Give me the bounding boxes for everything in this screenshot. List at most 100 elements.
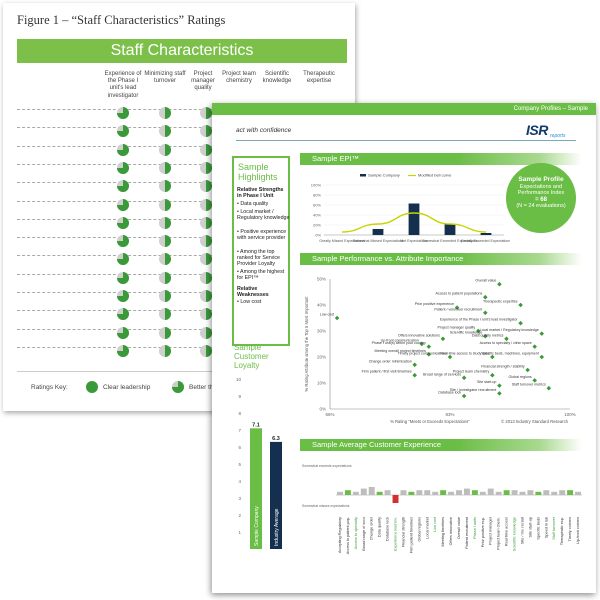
- scatter-point: [490, 372, 495, 378]
- strength-item: • Among the highest for EPI™: [237, 269, 285, 281]
- rating-pie-icon: [159, 344, 171, 357]
- scatter-point: [334, 315, 340, 321]
- loyalty-y-tick: 7: [238, 428, 241, 433]
- strengths-heading: in Phase I Unit: [237, 193, 274, 199]
- avg-category-label: Firm patient timelines: [409, 517, 413, 553]
- epi-chart: 100%80%60%40%20%0%Greatly Missed Expecta…: [311, 173, 510, 244]
- rating-pie-icon: [200, 107, 212, 119]
- avg-bar: [440, 490, 447, 495]
- avg-bar: [463, 488, 470, 495]
- column-header: Project manager quality: [191, 71, 215, 92]
- avg-bar: [344, 490, 351, 495]
- copyright: © 2013 Industry Standard Research: [501, 419, 569, 424]
- scatter-point-label: Up-front communication: [381, 339, 419, 343]
- scatter-point-label: Access to specialty / clinic space: [480, 341, 532, 345]
- loyalty-value-label: 7.1: [252, 422, 260, 428]
- loyalty-title-line: Sample: [234, 343, 262, 352]
- legend-label: Sample Company: [368, 173, 400, 178]
- weaknesses-heading: Weaknesses: [237, 292, 269, 298]
- scatter-point-label: Timely project communications: [398, 352, 447, 356]
- front-page: Company Profiles – Sample act with confi…: [212, 103, 596, 593]
- column-header: Therapeutic expertise: [303, 71, 335, 85]
- loyalty-bar-label: Industry Average: [274, 508, 280, 546]
- loyalty-y-tick: 8: [238, 411, 241, 416]
- scatter-point-label: Prior positive experience: [415, 302, 454, 306]
- loyalty-y-tick: 9: [238, 394, 241, 399]
- scatter-point-label: Project team chemistry: [453, 370, 490, 374]
- scatter-y-tick: 30%: [317, 329, 326, 334]
- scatter-point: [497, 391, 502, 396]
- pie-slice: [117, 344, 129, 357]
- rating-pie-icon: [117, 308, 129, 321]
- avg-bar: [352, 491, 359, 495]
- avg-category-label: Overall value: [457, 517, 461, 539]
- performance-banner: Sample Performance vs. Attribute Importa…: [300, 253, 582, 265]
- rating-pie-icon: [117, 125, 129, 138]
- scatter-point: [532, 344, 537, 349]
- scatter-point: [454, 305, 460, 310]
- scatter-point-label: Financial strength / stability: [481, 365, 525, 369]
- scatter-point: [546, 385, 552, 391]
- scatter-point: [412, 362, 417, 368]
- avg-category-label: Therapeutic exp.: [560, 517, 564, 545]
- epi-y-tick: 60%: [313, 203, 321, 208]
- avg-category-label: Global regions: [417, 517, 421, 542]
- rating-pie-icon: [117, 290, 129, 302]
- scatter-point-label: Project manager quality: [437, 326, 475, 330]
- rating-pie-icon: [200, 125, 212, 138]
- avg-category-label: Change order: [370, 516, 374, 540]
- avg-category-label: Phase I units: [473, 517, 477, 539]
- loyalty-y-tick: 5: [238, 462, 241, 467]
- epi-index-badge: Sample Profile Expectations and Performa…: [506, 163, 576, 233]
- pie-slice: [165, 344, 171, 357]
- avg-bar: [575, 491, 581, 495]
- loyalty-title-line: Loyalty: [234, 361, 260, 370]
- avg-category-label: Offers innovative: [449, 517, 453, 545]
- pie-slice: [206, 253, 212, 266]
- pie-slice: [206, 235, 212, 248]
- legend-label: Modified bell curve: [418, 173, 452, 178]
- performance-scatter-chart: 50%40%30%20%10%0%66%83%100%% Rating "Mee…: [304, 277, 576, 425]
- loyalty-y-tick: 3: [238, 496, 241, 501]
- avg-row-label: Somewhat exceeds expectations: [302, 464, 352, 468]
- pie-slice: [117, 271, 129, 284]
- isr-logo-sub: reports: [550, 133, 566, 139]
- avg-category-label: Prior positive exp.: [481, 517, 485, 547]
- column-header: Project team chemistry: [222, 71, 256, 85]
- rating-pie-icon: [117, 143, 129, 156]
- avg-category-label: Staff turnover: [552, 516, 556, 539]
- epi-y-tick: 40%: [313, 213, 321, 218]
- strength-item: • Among the top ranked for Service Provi…: [237, 249, 280, 267]
- epi-category-label: Greatly Missed Expectations: [319, 239, 365, 243]
- company-profiles-bar: Company Profiles – Sample: [212, 103, 596, 115]
- rating-pie-icon: [117, 271, 129, 284]
- scatter-point-label: Specific beds, machines, equipment: [481, 352, 539, 356]
- scatter-point: [504, 336, 509, 342]
- scatter-point: [525, 367, 530, 373]
- scatter-point: [518, 302, 523, 308]
- pie-slice: [165, 143, 171, 156]
- pie-slice: [117, 308, 129, 321]
- avg-bar: [337, 491, 343, 495]
- rating-pie-icon: [200, 216, 212, 229]
- scatter-x-tick: 83%: [445, 412, 454, 417]
- avg-bar: [424, 490, 431, 495]
- avg-category-label: Database lock: [386, 517, 390, 541]
- avg-bar: [519, 491, 526, 495]
- staff-characteristics-banner: Staff Characteristics: [17, 39, 347, 63]
- avg-bar: [456, 490, 462, 495]
- loyalty-y-tick: 6: [238, 445, 241, 450]
- epi-bar: [480, 233, 492, 235]
- scatter-point-label: Overall value: [475, 279, 496, 283]
- avg-bar: [559, 490, 566, 495]
- pie-slice: [206, 143, 212, 156]
- epi-badge-line: Expectations and: [519, 183, 563, 190]
- strength-item: • Data quality: [237, 201, 269, 207]
- rating-pie-icon: [117, 216, 129, 229]
- loyalty-y-tick: 10: [236, 377, 242, 382]
- pie-slice: [206, 161, 212, 174]
- avg-category-label: Site start-up: [528, 517, 532, 537]
- pie-slice: [117, 125, 129, 138]
- pie-slice: [165, 290, 171, 302]
